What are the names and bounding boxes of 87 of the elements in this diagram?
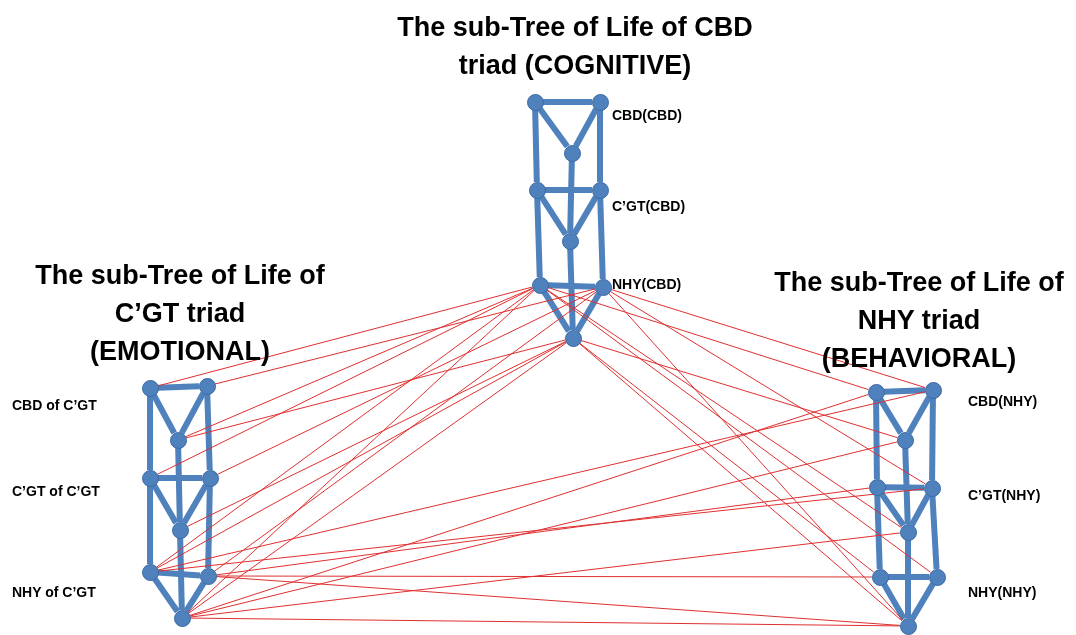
connecting-line (157, 286, 533, 387)
tree-node (591, 93, 609, 111)
tree-branch (929, 495, 940, 570)
tree-branch (929, 397, 936, 481)
tree-branch (906, 395, 932, 435)
tree-branch (884, 484, 925, 491)
tree-branch (545, 187, 592, 193)
tree-branch (543, 99, 592, 105)
connecting-line (610, 288, 926, 389)
tree-node (591, 181, 609, 199)
tree-node (141, 379, 159, 397)
connecting-line (188, 342, 567, 614)
connecting-line (189, 532, 901, 618)
connecting-line (189, 441, 898, 617)
tree-node (526, 93, 544, 111)
tree-branch (541, 290, 572, 333)
node-label: C’GT(NHY) (968, 486, 1042, 504)
tree-branch (909, 582, 936, 621)
tree-node (871, 568, 889, 586)
tree-node (868, 478, 886, 496)
tree-branch (883, 387, 926, 395)
tree-branch (157, 383, 200, 391)
tree-branch (532, 109, 540, 183)
tree-branch (181, 483, 209, 525)
tree-branch (902, 447, 911, 525)
tree-node (198, 377, 216, 395)
tree-branch (152, 576, 180, 614)
connecting-line (547, 286, 869, 391)
tree-node (201, 469, 219, 487)
tree-node (141, 563, 159, 581)
connecting-line (215, 487, 870, 576)
tree-branch (151, 393, 177, 435)
node-label: NHY(CBD) (612, 275, 683, 293)
tree-branch (873, 399, 880, 480)
tree-branch (905, 540, 911, 618)
tree-branch (881, 582, 907, 621)
tree-branch (537, 106, 570, 149)
node-label: C’GT(CBD) (612, 197, 687, 215)
tree-branch (179, 391, 206, 435)
tree-branch (534, 197, 543, 278)
node-label: NHY of C’GT (12, 583, 97, 601)
node-label: NHY(NHY) (968, 583, 1038, 601)
connecting-line (185, 339, 566, 439)
tree-branch (175, 447, 183, 523)
node-label: CBD(CBD) (612, 106, 683, 124)
section-heading: The sub-Tree of Life of C’GT triad (EMOTIONAL) (35, 259, 325, 368)
tree-branch (147, 396, 153, 470)
connecting-line (215, 575, 873, 578)
tree-branch (573, 107, 599, 148)
tree-node (199, 567, 217, 585)
tree-branch (597, 110, 603, 182)
node-label: CBD of C’GT (12, 396, 98, 414)
section-heading: The sub-Tree of Life of NHY triad (BEHAVIORAL) (774, 266, 1064, 375)
tree-branch (151, 483, 179, 525)
tree-branch (879, 491, 906, 528)
tree-branch (597, 197, 606, 280)
connecting-line (580, 339, 898, 439)
tree-branch (574, 292, 602, 333)
connecting-line (189, 617, 901, 627)
tree-branch (567, 160, 575, 234)
tree-branch (157, 569, 201, 579)
tree-branch (183, 581, 207, 613)
tree-branch (571, 195, 599, 236)
tree-node (531, 276, 549, 294)
connecting-line (157, 391, 926, 571)
tree-branch (204, 393, 213, 471)
node-label: C’GT of C’GT (12, 482, 101, 500)
tree-node (528, 181, 546, 199)
tree-branch (205, 485, 213, 569)
tree-branch (147, 486, 153, 564)
connecting-line (157, 488, 925, 572)
connecting-line (214, 288, 596, 385)
tree-branch (888, 574, 929, 580)
node-label: CBD(NHY) (968, 392, 1039, 410)
tree-branch (547, 282, 596, 290)
tree-branch (567, 248, 576, 331)
tree-branch (874, 494, 883, 570)
tree-branch (909, 493, 931, 527)
tree-node (141, 469, 159, 487)
tree-branch (158, 475, 202, 481)
tree-node (924, 381, 942, 399)
connecting-line (189, 394, 869, 616)
tree-branch (538, 195, 569, 236)
tree-branch (177, 537, 185, 611)
section-heading: The sub-Tree of Life of CBD triad (COGNITIVE) (396, 11, 754, 82)
tree-node (867, 383, 885, 401)
tree-branch (877, 397, 904, 435)
